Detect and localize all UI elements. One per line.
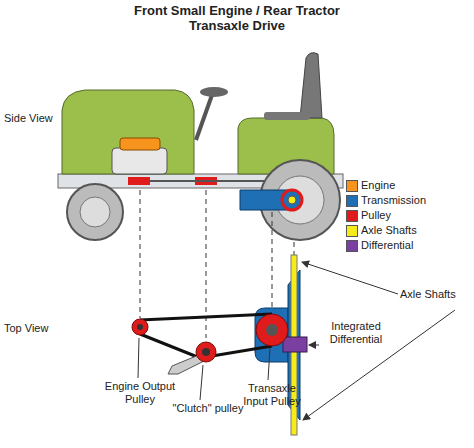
legend-text: Differential xyxy=(361,239,413,252)
legend-swatch xyxy=(346,180,358,192)
part-label: Axle Shafts xyxy=(400,288,456,301)
legend-text: Axle Shafts xyxy=(361,224,417,237)
legend-swatch xyxy=(346,225,358,237)
diagram-title: Front Small Engine / Rear Tractor Transa… xyxy=(132,4,342,34)
view-label: Top View xyxy=(4,322,48,335)
legend-swatch xyxy=(346,240,358,252)
legend-text: Pulley xyxy=(361,209,391,222)
legend-swatch xyxy=(346,195,358,207)
part-label: Transaxle Input Pulley xyxy=(236,382,308,407)
legend-swatch xyxy=(346,210,358,222)
legend-text: Transmission xyxy=(361,194,426,207)
legend-text: Engine xyxy=(361,179,395,192)
part-label: Integrated Differential xyxy=(322,320,390,345)
view-label: Side View xyxy=(4,112,53,125)
part-label: Engine Output Pulley xyxy=(95,380,185,405)
part-label: "Clutch" pulley xyxy=(168,402,248,415)
